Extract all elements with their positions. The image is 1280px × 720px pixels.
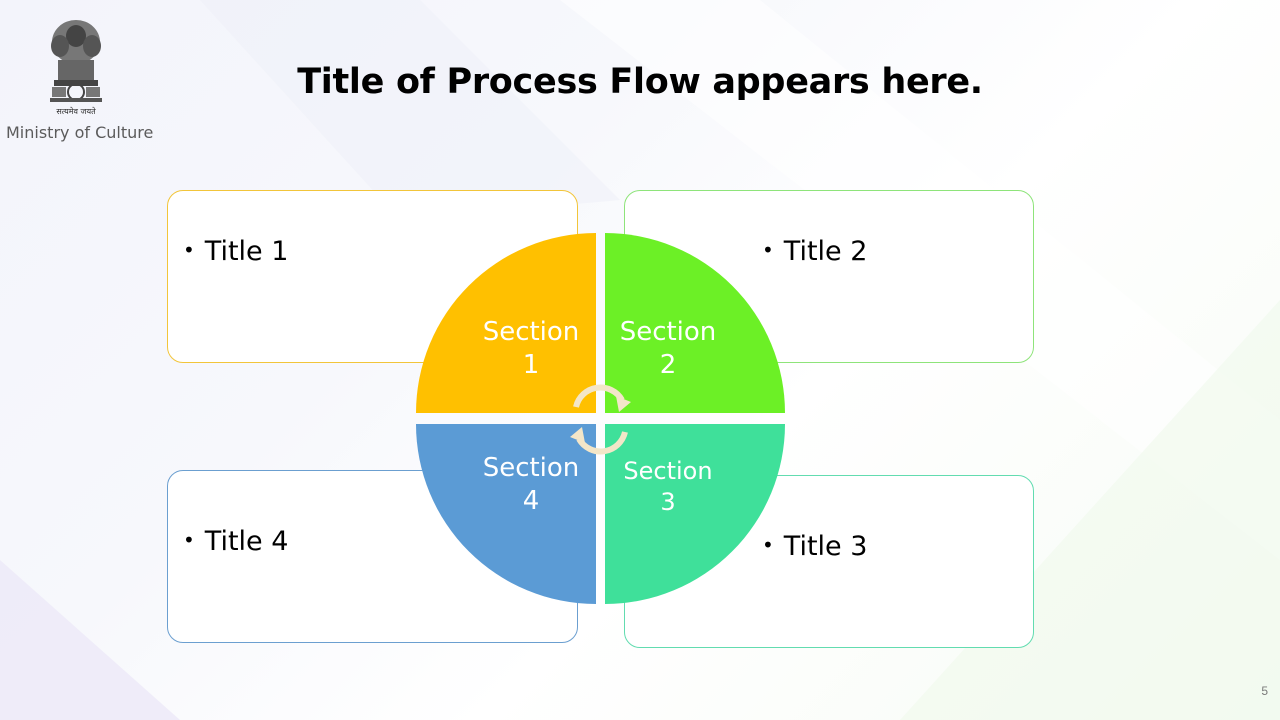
cycle-arrowhead-icon: [616, 396, 631, 412]
section-1-word: Section: [482, 317, 580, 347]
bullet-dot: •: [762, 533, 774, 557]
bullet-title-3: • Title 3: [762, 531, 867, 562]
bullet-title-1: • Title 1: [183, 236, 288, 267]
page-title: Title of Process Flow appears here.: [297, 62, 983, 102]
title-4-text: Title 4: [204, 526, 289, 557]
section-4-word: Section: [482, 453, 580, 483]
section-3-number: 3: [660, 488, 676, 516]
ministry-name: Ministry of Culture: [6, 123, 154, 142]
cycle-arrowhead-icon: [570, 427, 585, 443]
title-1-text: Title 1: [204, 236, 289, 267]
title-2-text: Title 2: [783, 236, 868, 267]
section-3-word: Section: [623, 457, 713, 485]
bullet-dot: •: [762, 238, 774, 262]
page-number: 5: [1261, 684, 1268, 698]
cycle-arrows-icon: [573, 384, 628, 455]
section-2-quadrant: [605, 233, 785, 413]
section-1-number: 1: [522, 350, 540, 380]
section-2-word: Section: [619, 317, 717, 347]
title-3-text: Title 3: [783, 531, 868, 562]
section-3-quadrant: [605, 424, 785, 604]
section-3-label: Section 3: [608, 456, 728, 518]
section-4-quadrant: [416, 424, 596, 604]
bullet-title-2: • Title 2: [762, 236, 867, 267]
section-1-quadrant: [416, 233, 596, 413]
section-2-number: 2: [659, 350, 677, 380]
bullet-dot: •: [183, 528, 195, 552]
national-emblem: सत्यमेव जयते: [36, 12, 116, 120]
emblem-motto: सत्यमेव जयते: [56, 107, 96, 116]
section-4-number: 4: [522, 486, 540, 516]
bullet-dot: •: [183, 238, 195, 262]
bullet-title-4: • Title 4: [183, 526, 288, 557]
